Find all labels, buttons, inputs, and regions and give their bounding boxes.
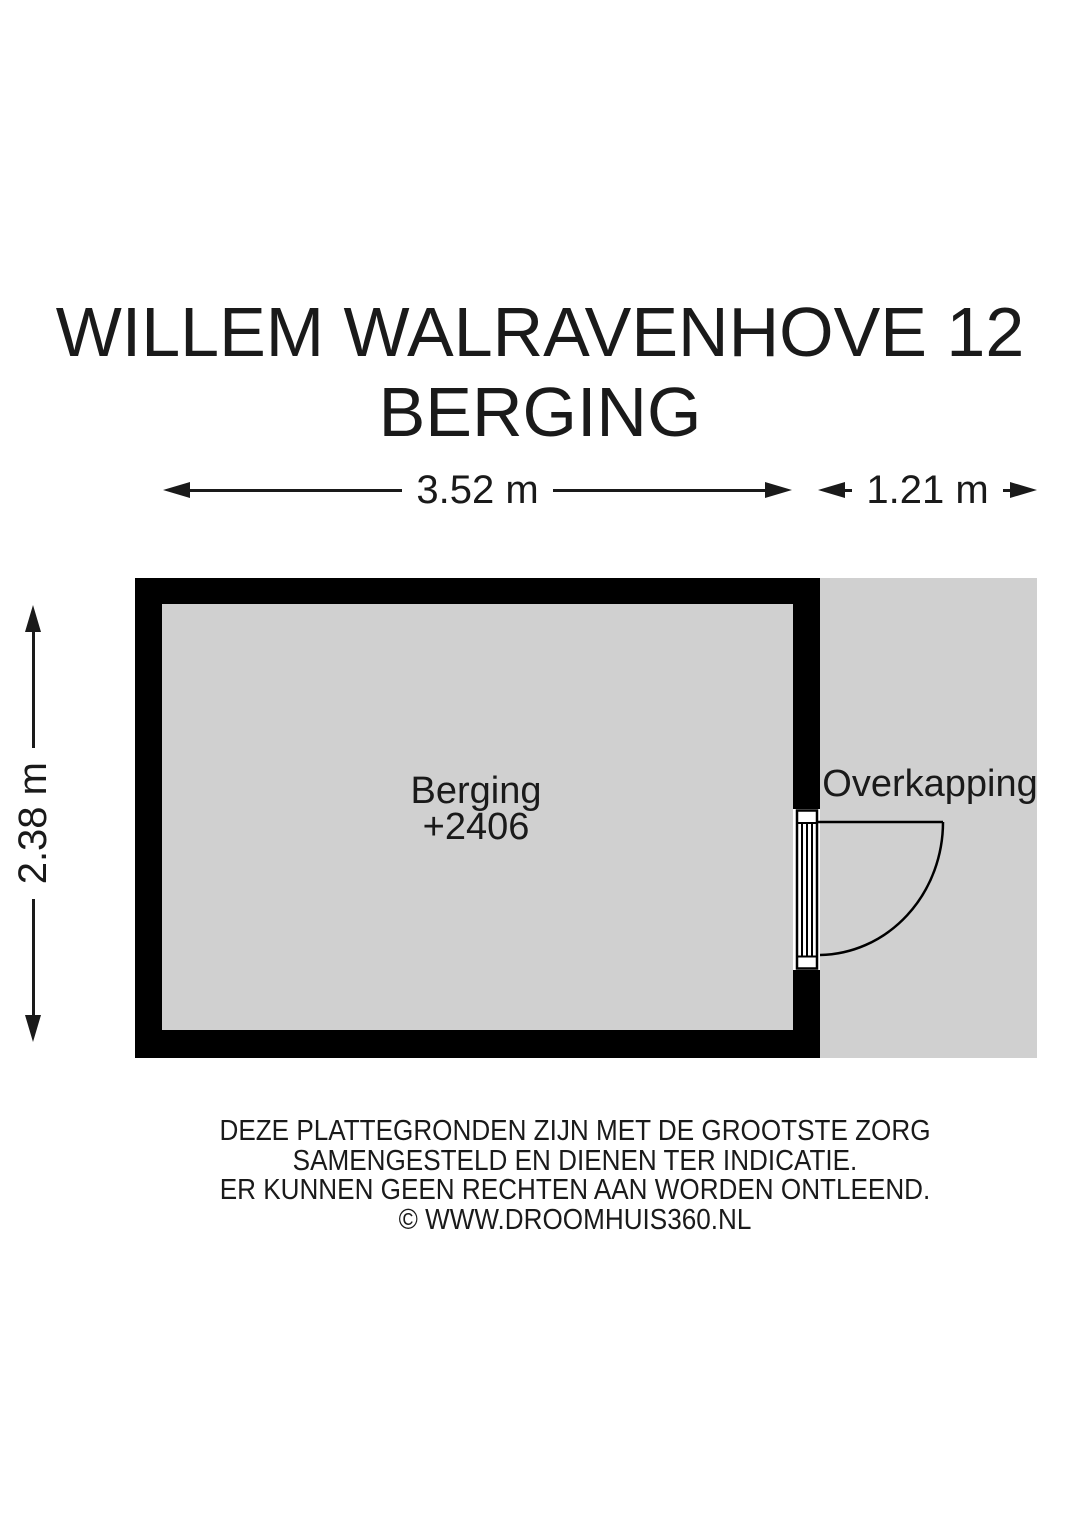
disclaimer: DEZE PLATTEGRONDEN ZIJN MET DE GROOTSTE … <box>89 1115 1061 1236</box>
dimension-berging-width: 3.52 m <box>163 468 793 512</box>
arrow-down-icon <box>25 1015 41 1043</box>
dimension-label: 3.52 m <box>416 467 539 512</box>
page-title-floor: BERGING <box>378 373 702 451</box>
dimension-overkapping-width: 1.21 m <box>818 468 1038 512</box>
disclaimer-line: DEZE PLATTEGRONDEN ZIJN MET DE GROOTSTE … <box>219 1115 931 1147</box>
arrow-left-icon <box>818 482 845 498</box>
arrow-right-icon <box>1010 482 1038 498</box>
room-elevation: +2406 <box>422 806 530 848</box>
dimension-berging-depth: 2.38 m <box>11 605 55 1043</box>
disclaimer-line: © WWW.DROOMHUIS360.NL <box>398 1203 752 1236</box>
dimension-line <box>31 898 35 1016</box>
dimension-line <box>552 488 766 492</box>
room-name: Berging <box>410 770 542 812</box>
arrow-up-icon <box>25 605 41 632</box>
page-title-address: WILLEM WALRAVENHOVE 12 <box>55 293 1025 371</box>
dimension-line <box>190 488 403 492</box>
overkapping-label-group: Overkapping <box>822 763 1038 805</box>
arrow-right-icon <box>765 482 793 498</box>
room-name: Overkapping <box>822 763 1038 805</box>
dimension-label: 2.38 m <box>10 762 55 885</box>
berging-label-group: Berging +2406 <box>260 770 692 848</box>
disclaimer-line: ER KUNNEN GEEN RECHTEN AAN WORDEN ONTLEE… <box>219 1174 931 1206</box>
dimension-line <box>1002 488 1011 492</box>
door-icon <box>793 809 945 970</box>
arrow-left-icon <box>163 482 190 498</box>
dimension-line <box>31 632 35 749</box>
overkapping-floor <box>820 578 1037 1058</box>
page-title: WILLEM WALRAVENHOVE 12 BERGING <box>0 292 1080 452</box>
dimension-line <box>845 488 853 492</box>
disclaimer-line: SAMENGESTELD EN DIENEN TER INDICATIE. <box>292 1144 858 1177</box>
dimension-label: 1.21 m <box>866 467 989 512</box>
berging-walls <box>135 578 820 1058</box>
berging-floor <box>162 604 793 1030</box>
